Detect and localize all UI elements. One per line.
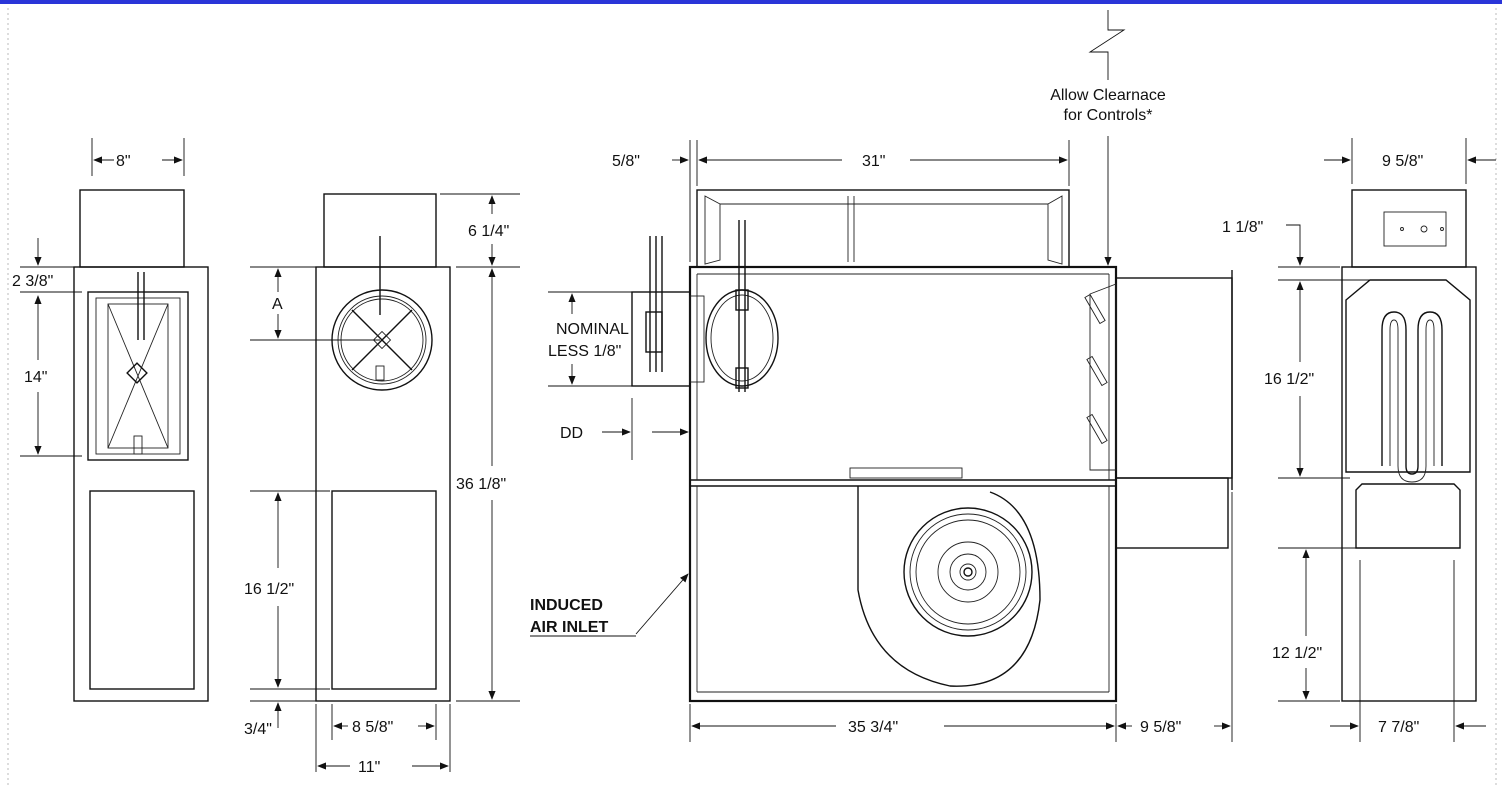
- induced-air-inlet-line1: INDUCED: [530, 597, 603, 614]
- view-side-damper: [315, 193, 451, 702]
- dim-height-14: 14": [24, 369, 47, 386]
- dim-less-1-8: LESS 1/8": [548, 343, 621, 360]
- dim-a: A: [272, 296, 283, 313]
- view-front-main: [631, 189, 1233, 703]
- dim-width-8: 8": [116, 153, 131, 170]
- dim-width-9-5-8-bottom: 9 5/8": [1140, 719, 1181, 736]
- top-accent-bar: [0, 0, 1502, 4]
- dim-width-9-5-8-top: 9 5/8": [1382, 153, 1423, 170]
- view-end-coil: [73, 189, 209, 702]
- clearance-note-line2: for Controls*: [1064, 107, 1153, 124]
- dim-width-35-3-4: 35 3/4": [848, 719, 898, 736]
- dim-width-8-5-8: 8 5/8": [352, 719, 393, 736]
- view-end-right: [1341, 189, 1477, 702]
- dim-height-6-1-4: 6 1/4": [468, 223, 509, 240]
- dim-height-3-4: 3/4": [244, 721, 272, 738]
- dim-height-2-3-8: 2 3/8": [12, 273, 53, 290]
- dim-width-7-7-8: 7 7/8": [1378, 719, 1419, 736]
- dimension-labels: 8" 2 3/8" 14" A 16 1/2" 3/4" 6 1/4" 36 1…: [12, 153, 1423, 776]
- induced-air-inlet-line2: AIR INLET: [530, 619, 608, 636]
- dim-nominal: NOMINAL: [556, 321, 629, 338]
- clearance-note-line1: Allow Clearnace: [1050, 87, 1166, 104]
- note-labels: Allow Clearnace for Controls* INDUCED AI…: [530, 87, 1166, 637]
- dim-height-16-1-2-right: 16 1/2": [1264, 371, 1314, 388]
- dimension-lines: [20, 10, 1496, 772]
- dim-width-5-8: 5/8": [612, 153, 640, 170]
- dim-dd: DD: [560, 425, 583, 442]
- dim-height-36-1-8: 36 1/8": [456, 476, 506, 493]
- dim-width-11: 11": [358, 759, 380, 776]
- dim-height-1-1-8: 1 1/8": [1222, 219, 1263, 236]
- dim-height-16-1-2-left: 16 1/2": [244, 581, 294, 598]
- dim-width-31: 31": [862, 153, 885, 170]
- dim-height-12-1-2: 12 1/2": [1272, 645, 1322, 662]
